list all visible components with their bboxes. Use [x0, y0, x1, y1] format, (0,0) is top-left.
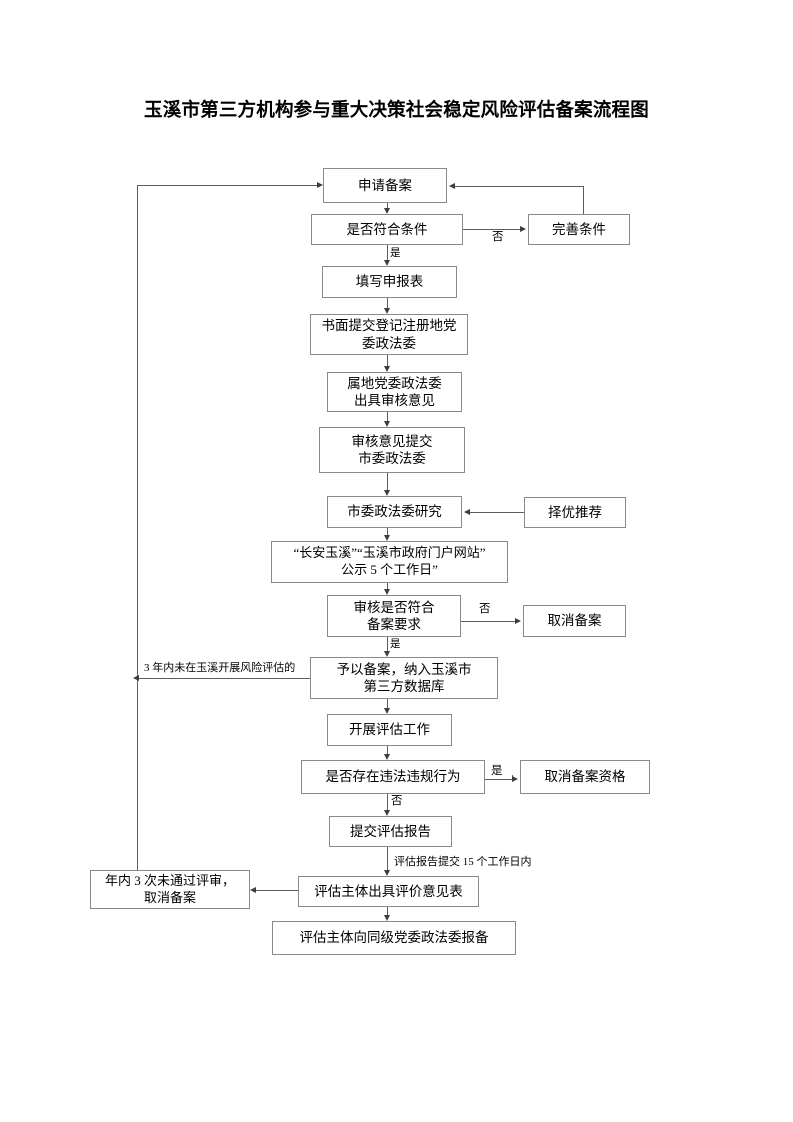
arrowhead-local-to-submit [383, 421, 390, 427]
connector-left-trunk-top [137, 185, 317, 186]
node-check-condition[interactable]: 是否符合条件 [311, 214, 463, 245]
arrowhead-written-to-local [383, 366, 390, 372]
connector-violation-to-report [387, 794, 388, 810]
edge-label-violation-no: 否 [391, 795, 403, 807]
arrowhead-violation-to-cancel-qual [512, 775, 518, 782]
arrowhead-issue-opinion-to-report-party [383, 915, 390, 921]
node-year3-cancel[interactable]: 年内 3 次未通过评审， 取消备案 [90, 870, 250, 909]
connector-report-to-issue-opinion [387, 847, 388, 870]
arrowhead-publicity-to-check-req [383, 589, 390, 595]
arrowhead-check-req-to-grant [383, 651, 390, 657]
node-cancel-record[interactable]: 取消备案 [523, 605, 626, 637]
connector-apply-to-check [387, 203, 388, 208]
node-cancel-record-label: 取消备案 [547, 613, 602, 629]
arrowhead-into-left-trunk [133, 674, 139, 681]
arrowhead-check-req-to-cancel [515, 617, 521, 624]
connector-issue-opinion-to-year3 [256, 890, 298, 891]
node-submit-report-label: 提交评估报告 [350, 823, 431, 839]
node-recommend[interactable]: 择优推荐 [524, 497, 626, 528]
connector-check-req-to-cancel [461, 621, 515, 622]
node-submit-written-label: 书面提交登记注册地党 委政法委 [321, 318, 457, 351]
node-publicity[interactable]: “长安玉溪”“玉溪市政府门户网站” 公示 5 个工作日” [271, 541, 508, 583]
arrowhead-report-to-issue-opinion [383, 870, 390, 876]
edge-label-record-req-no: 否 [479, 603, 491, 615]
connector-publicity-to-check-req [387, 583, 388, 589]
node-publicity-label: “长安玉溪”“玉溪市政府门户网站” 公示 5 个工作日” [293, 545, 486, 577]
node-recommend-label: 择优推荐 [548, 504, 602, 520]
connector-check-to-improve [463, 229, 520, 230]
arrowhead-study-to-publicity [383, 535, 390, 541]
arrowhead-check-to-improve [520, 225, 526, 232]
node-check-record-requirement-label: 审核是否符合 备案要求 [353, 599, 435, 632]
connector-check-req-to-grant [387, 637, 388, 651]
node-submit-written[interactable]: 书面提交登记注册地党 委政法委 [310, 314, 468, 355]
arrowhead-into-apply-left [317, 181, 323, 188]
arrowhead-apply-to-check [383, 208, 390, 214]
arrowhead-issue-opinion-to-year3 [250, 886, 256, 893]
node-submit-opinion[interactable]: 审核意见提交 市委政法委 [319, 427, 465, 473]
node-apply[interactable]: 申请备案 [323, 168, 447, 203]
arrowhead-grant-to-assessment [383, 708, 390, 714]
edge-label-violation-yes: 是 [491, 765, 503, 777]
node-improve-condition[interactable]: 完善条件 [528, 214, 630, 245]
arrowhead-assessment-to-violation [383, 754, 390, 760]
connector-left-trunk [137, 185, 138, 870]
node-check-violation-label: 是否存在违法违规行为 [325, 769, 461, 785]
connector-issue-opinion-to-report-party [387, 907, 388, 915]
node-apply-label: 申请备案 [358, 177, 412, 193]
arrowhead-violation-to-report [383, 810, 390, 816]
arrowhead-check-to-form [383, 260, 390, 266]
node-city-study-label: 市委政法委研究 [347, 504, 442, 520]
connector-grant-to-assessment [387, 699, 388, 708]
connector-improve-to-apply [455, 186, 583, 187]
connector-assessment-to-violation [387, 746, 388, 754]
node-do-assessment-label: 开展评估工作 [349, 722, 430, 738]
node-cancel-qualification[interactable]: 取消备案资格 [520, 760, 650, 794]
arrowhead-improve-to-apply [449, 182, 455, 189]
node-report-to-party[interactable]: 评估主体向同级党委政法委报备 [272, 921, 516, 955]
node-improve-condition-label: 完善条件 [552, 221, 606, 237]
node-do-assessment[interactable]: 开展评估工作 [327, 714, 452, 746]
node-issue-opinion[interactable]: 评估主体出具评价意见表 [298, 876, 479, 907]
edge-label-condition-no: 否 [492, 231, 504, 243]
node-report-to-party-label: 评估主体向同级党委政法委报备 [299, 930, 489, 946]
arrowhead-submit-to-study [383, 490, 390, 496]
node-cancel-qualification-label: 取消备案资格 [544, 769, 626, 785]
edge-label-condition-yes: 是 [390, 248, 401, 259]
node-check-condition-label: 是否符合条件 [346, 221, 428, 237]
connector-submit-to-study [387, 473, 388, 490]
node-issue-opinion-label: 评估主体出具评价意见表 [314, 883, 463, 899]
node-fill-form-label: 填写申报表 [355, 274, 424, 290]
connector-written-to-local [387, 355, 388, 366]
node-submit-report[interactable]: 提交评估报告 [329, 816, 452, 847]
node-grant-record[interactable]: 予以备案，纳入玉溪市 第三方数据库 [310, 657, 498, 699]
node-city-study[interactable]: 市委政法委研究 [327, 496, 462, 528]
arrowhead-recommend-to-study [464, 508, 470, 515]
node-check-record-requirement[interactable]: 审核是否符合 备案要求 [327, 595, 461, 637]
connector-check-to-form [387, 245, 388, 260]
arrowhead-form-to-written [383, 308, 390, 314]
node-grant-record-label: 予以备案，纳入玉溪市 第三方数据库 [336, 661, 472, 694]
connector-violation-to-cancel-qual [485, 779, 512, 780]
edge-label-report-15-days: 评估报告提交 15 个工作日内 [394, 856, 532, 868]
edge-label-no-assessment-3y: 3 年内未在玉溪开展风险评估的 [144, 662, 296, 674]
connector-recommend-to-study [470, 512, 524, 513]
connector-local-to-submit [387, 412, 388, 421]
connector-grant-to-left-trunk [139, 678, 310, 679]
connector-form-to-written [387, 298, 388, 308]
connector-study-to-publicity [387, 528, 388, 535]
connector-improve-up [583, 186, 584, 214]
node-local-opinion[interactable]: 属地党委政法委 出具审核意见 [327, 372, 462, 412]
page-title: 玉溪市第三方机构参与重大决策社会稳定风险评估备案流程图 [144, 101, 649, 121]
node-year3-cancel-label: 年内 3 次未通过评审， 取消备案 [104, 872, 235, 905]
node-submit-opinion-label: 审核意见提交 市委政法委 [351, 433, 433, 466]
node-fill-form[interactable]: 填写申报表 [322, 266, 457, 298]
node-check-violation[interactable]: 是否存在违法违规行为 [301, 760, 485, 794]
edge-label-record-req-yes: 是 [390, 639, 401, 650]
node-local-opinion-label: 属地党委政法委 出具审核意见 [347, 375, 442, 408]
